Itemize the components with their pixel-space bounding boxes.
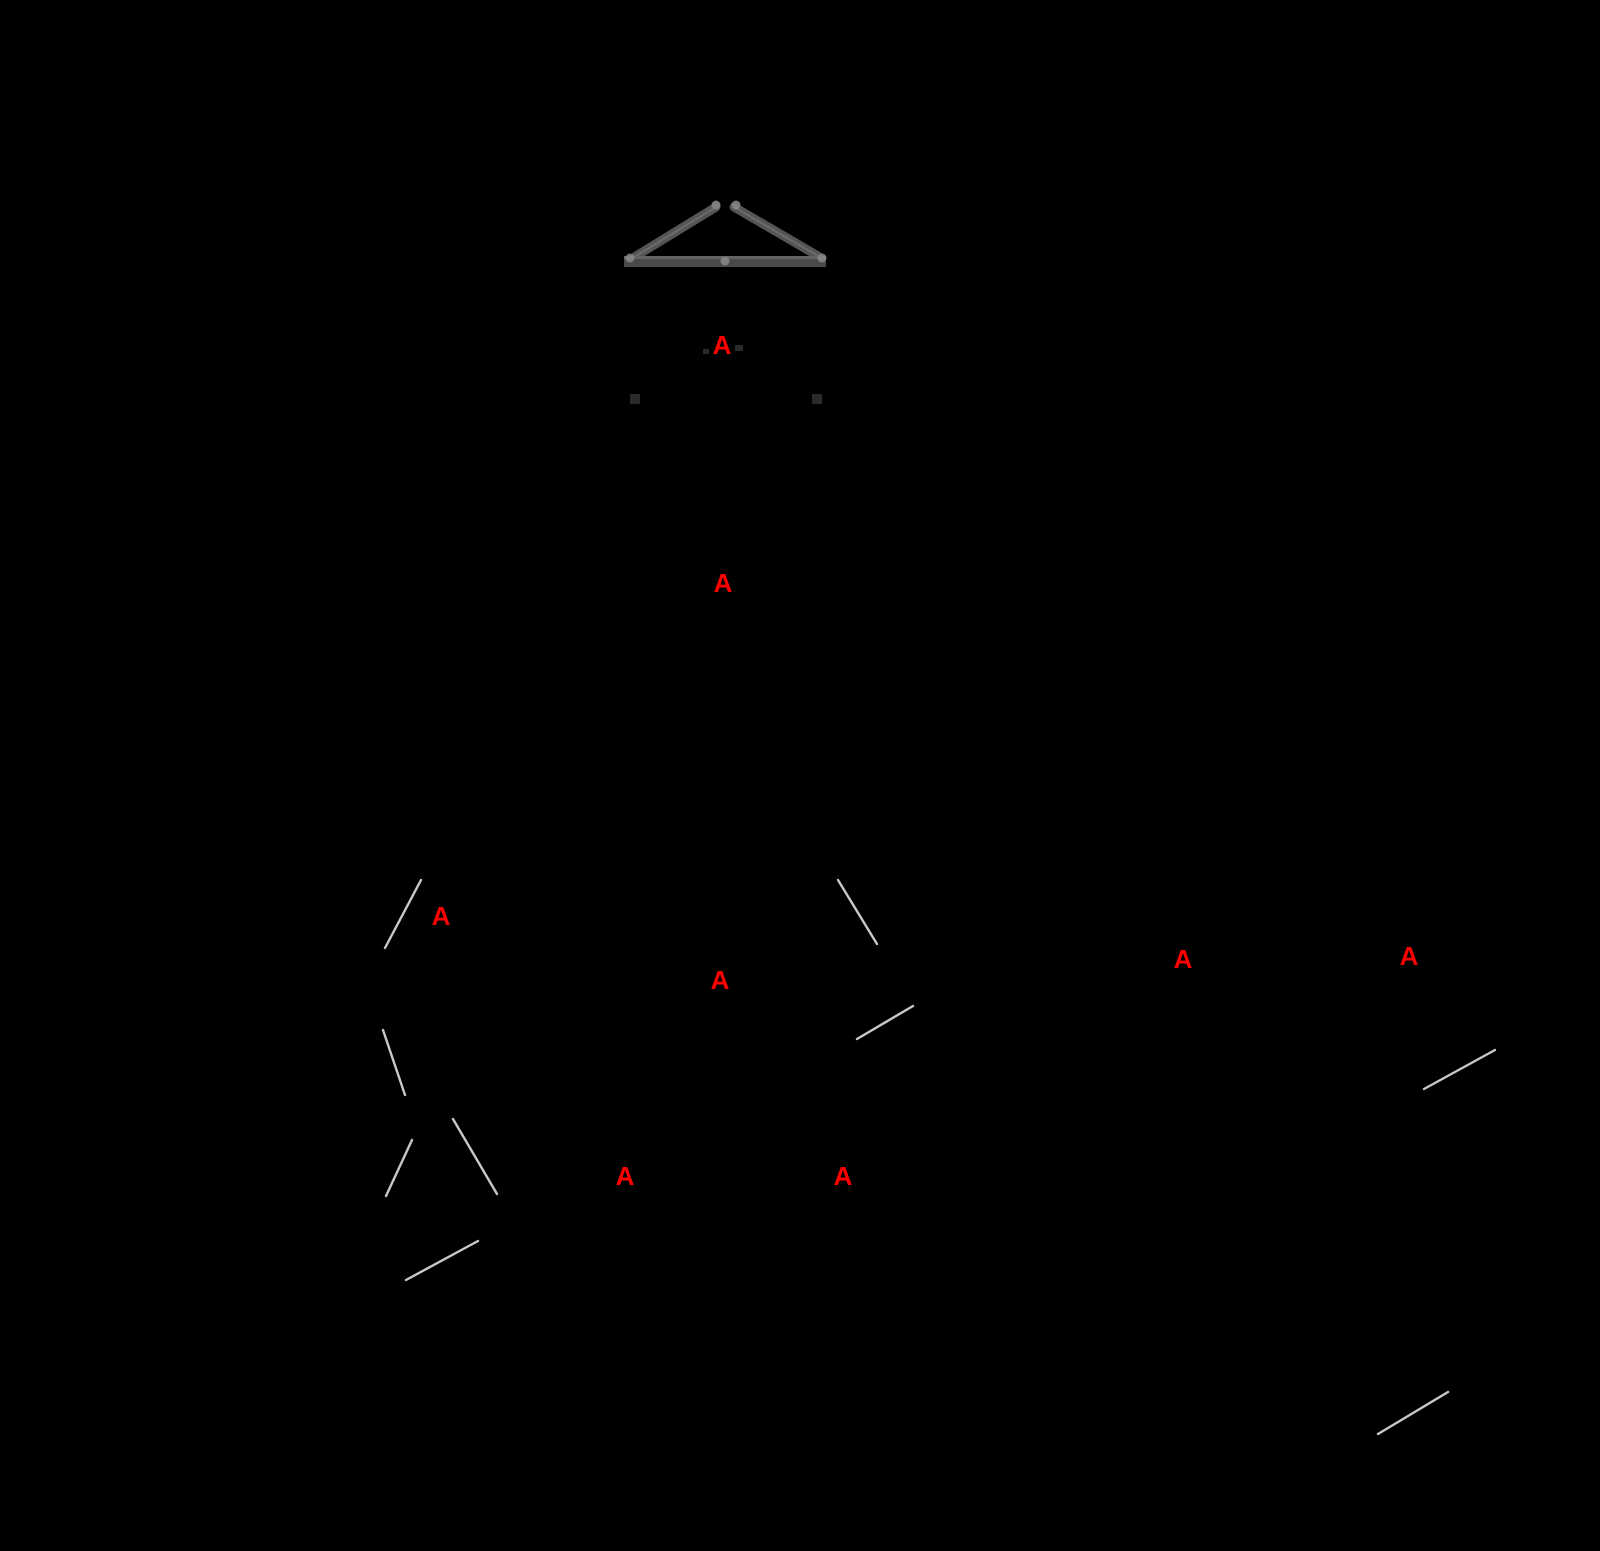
wire-seg-2[interactable] (381, 1028, 407, 1097)
truss-node-1[interactable] (625, 253, 635, 263)
wire-seg-1[interactable] (383, 878, 423, 950)
faint-mark-3 (735, 345, 743, 351)
wire-seg-8[interactable] (1422, 1048, 1497, 1091)
wire-seg-9[interactable] (1376, 1390, 1450, 1436)
wire-seg-5[interactable] (404, 1239, 480, 1282)
truss-node-4[interactable] (711, 200, 721, 210)
annotation-marker-1[interactable]: A (712, 330, 732, 360)
annotation-marker-8[interactable]: A (833, 1161, 853, 1191)
faint-mark-1 (630, 394, 640, 404)
wireframe-segments[interactable] (381, 878, 1497, 1436)
wire-seg-3[interactable] (384, 1138, 414, 1198)
wire-seg-6[interactable] (836, 878, 879, 946)
annotation-marker-7[interactable]: A (615, 1161, 635, 1191)
annotation-marker-3[interactable]: A (431, 901, 451, 931)
annotation-marker-5[interactable]: A (1173, 944, 1193, 974)
wire-seg-4[interactable] (451, 1117, 499, 1196)
annotation-marker-2[interactable]: A (713, 568, 733, 598)
faint-mark-4 (703, 349, 709, 354)
truss-node-2[interactable] (720, 256, 730, 266)
truss-node-5[interactable] (731, 200, 741, 210)
faint-hardware-marks (630, 345, 822, 404)
faint-mark-2 (812, 394, 822, 404)
annotation-marker-4[interactable]: A (710, 965, 730, 995)
truss-right-strut-highlight (733, 206, 819, 257)
wire-seg-7[interactable] (855, 1004, 915, 1041)
truss-node-3[interactable] (817, 253, 827, 263)
annotation-marker-6[interactable]: A (1399, 941, 1419, 971)
gantry-truss-assembly[interactable] (624, 200, 827, 268)
truss-left-strut-highlight (635, 206, 717, 257)
